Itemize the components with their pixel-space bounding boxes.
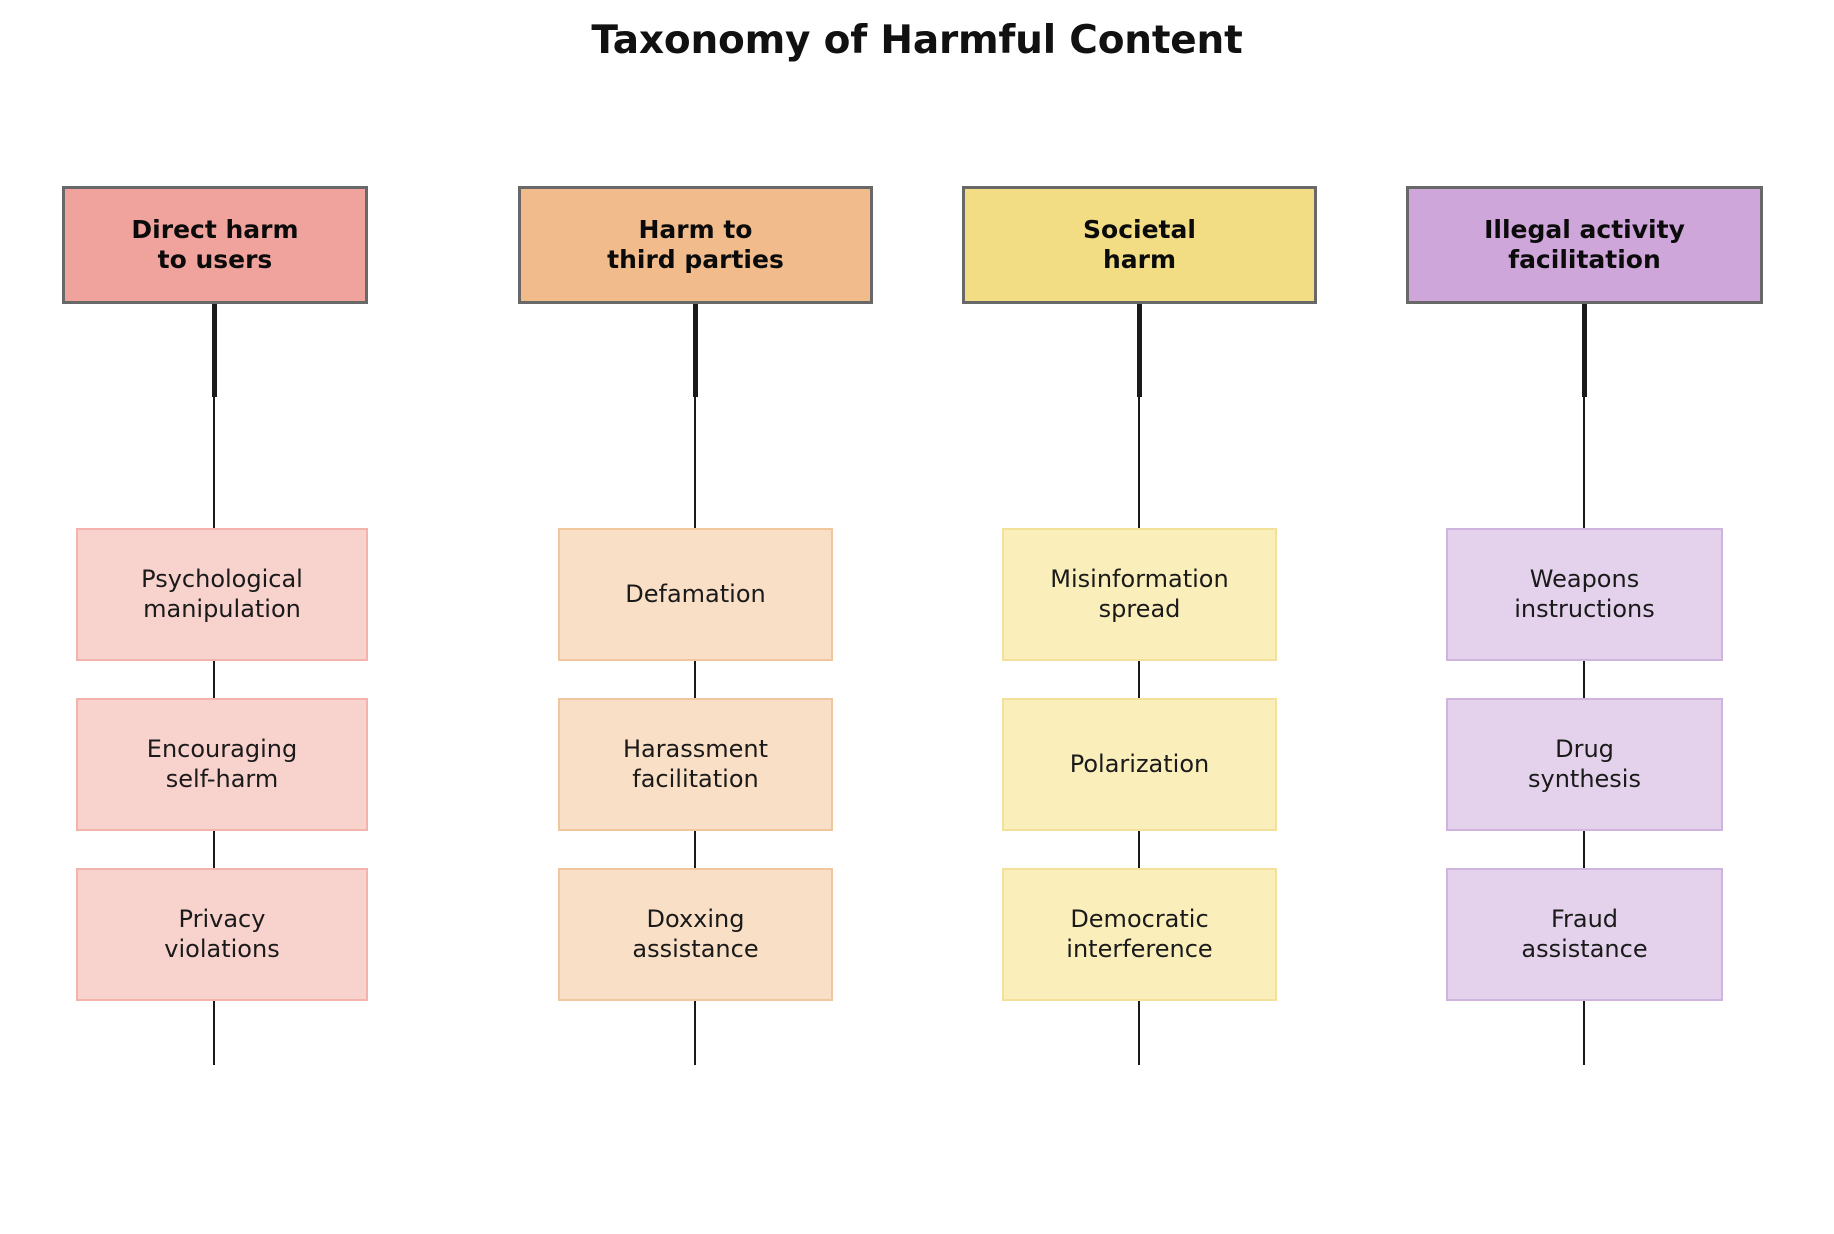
subcategory-label: Psychological manipulation <box>141 565 303 623</box>
taxonomy-column-harm-to-third-parties: Harm to third parties Defamation Harassm… <box>518 0 873 1234</box>
subcategory-label: Weapons instructions <box>1514 565 1655 623</box>
category-header-societal-harm[interactable]: Societal harm <box>962 186 1317 304</box>
connector-line-thick <box>1137 299 1142 397</box>
connector-line-thick <box>1582 299 1587 397</box>
category-header-label: Illegal activity facilitation <box>1484 214 1685 275</box>
subcategory-box[interactable]: Privacy violations <box>76 868 368 1001</box>
subcategory-box[interactable]: Weapons instructions <box>1446 528 1723 661</box>
subcategory-box[interactable]: Doxxing assistance <box>558 868 833 1001</box>
subcategory-box[interactable]: Misinformation spread <box>1002 528 1277 661</box>
subcategory-box[interactable]: Fraud assistance <box>1446 868 1723 1001</box>
subcategory-box[interactable]: Defamation <box>558 528 833 661</box>
subcategory-label: Defamation <box>625 579 766 608</box>
subcategory-box[interactable]: Democratic interference <box>1002 868 1277 1001</box>
subcategory-box[interactable]: Encouraging self-harm <box>76 698 368 831</box>
taxonomy-column-direct-harm-to-users: Direct harm to users Psychological manip… <box>62 0 368 1234</box>
category-header-label: Societal harm <box>1083 214 1196 275</box>
category-header-harm-to-third-parties[interactable]: Harm to third parties <box>518 186 873 304</box>
subcategory-label: Harassment facilitation <box>622 735 769 793</box>
subcategory-label: Democratic interference <box>1066 905 1213 963</box>
category-header-label: Harm to third parties <box>607 214 784 275</box>
subcategory-label: Doxxing assistance <box>632 905 759 963</box>
category-header-illegal-activity-facilitation[interactable]: Illegal activity facilitation <box>1406 186 1763 304</box>
subcategory-box[interactable]: Psychological manipulation <box>76 528 368 661</box>
subcategory-box[interactable]: Drug synthesis <box>1446 698 1723 831</box>
subcategory-label: Fraud assistance <box>1521 905 1648 963</box>
subcategory-label: Privacy violations <box>164 905 280 963</box>
subcategory-label: Misinformation spread <box>1050 565 1229 623</box>
connector-line-thick <box>212 299 217 397</box>
page-title: Taxonomy of Harmful Content <box>591 18 1243 63</box>
taxonomy-column-societal-harm: Societal harm Misinformation spread Pola… <box>962 0 1317 1234</box>
category-header-label: Direct harm to users <box>131 214 299 275</box>
taxonomy-column-illegal-activity-facilitation: Illegal activity facilitation Weapons in… <box>1406 0 1763 1234</box>
category-header-direct-harm-to-users[interactable]: Direct harm to users <box>62 186 368 304</box>
subcategory-box[interactable]: Polarization <box>1002 698 1277 831</box>
subcategory-box[interactable]: Harassment facilitation <box>558 698 833 831</box>
connector-line-thick <box>693 299 698 397</box>
subcategory-label: Polarization <box>1069 749 1210 778</box>
subcategory-label: Drug synthesis <box>1528 735 1641 793</box>
subcategory-label: Encouraging self-harm <box>146 735 298 793</box>
